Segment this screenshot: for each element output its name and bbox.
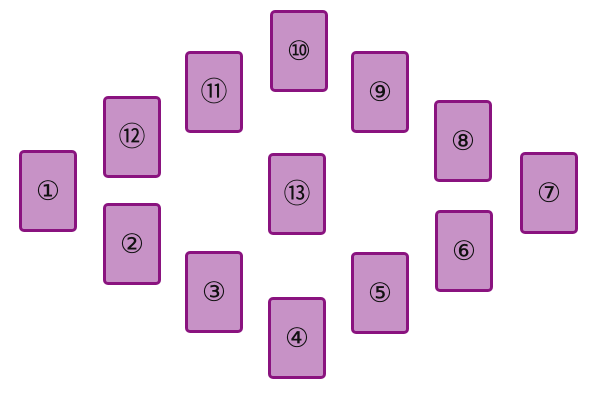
card-13: ⑬ [268, 153, 326, 235]
card-7-label: ⑦ [536, 177, 562, 209]
card-8-label: ⑧ [450, 125, 476, 157]
card-8: ⑧ [434, 100, 492, 182]
card-10: ⑩ [270, 10, 328, 92]
card-10-label: ⑩ [286, 35, 312, 67]
card-6: ⑥ [435, 210, 493, 292]
card-4: ④ [268, 297, 326, 379]
card-5-label: ⑤ [367, 277, 393, 309]
card-11: ⑪ [185, 51, 243, 133]
card-6-label: ⑥ [451, 235, 477, 267]
card-9: ⑨ [351, 51, 409, 133]
card-2: ② [103, 203, 161, 285]
card-1-label: ① [35, 175, 61, 207]
card-3-label: ③ [201, 276, 227, 308]
card-5: ⑤ [351, 252, 409, 334]
card-9-label: ⑨ [367, 76, 393, 108]
card-7: ⑦ [520, 152, 578, 234]
card-11-label: ⑪ [200, 76, 228, 108]
card-1: ① [19, 150, 77, 232]
card-2-label: ② [119, 228, 145, 260]
card-13-label: ⑬ [283, 178, 311, 210]
card-12: ⑫ [103, 96, 161, 178]
card-3: ③ [185, 251, 243, 333]
card-4-label: ④ [284, 322, 310, 354]
card-12-label: ⑫ [118, 121, 146, 153]
